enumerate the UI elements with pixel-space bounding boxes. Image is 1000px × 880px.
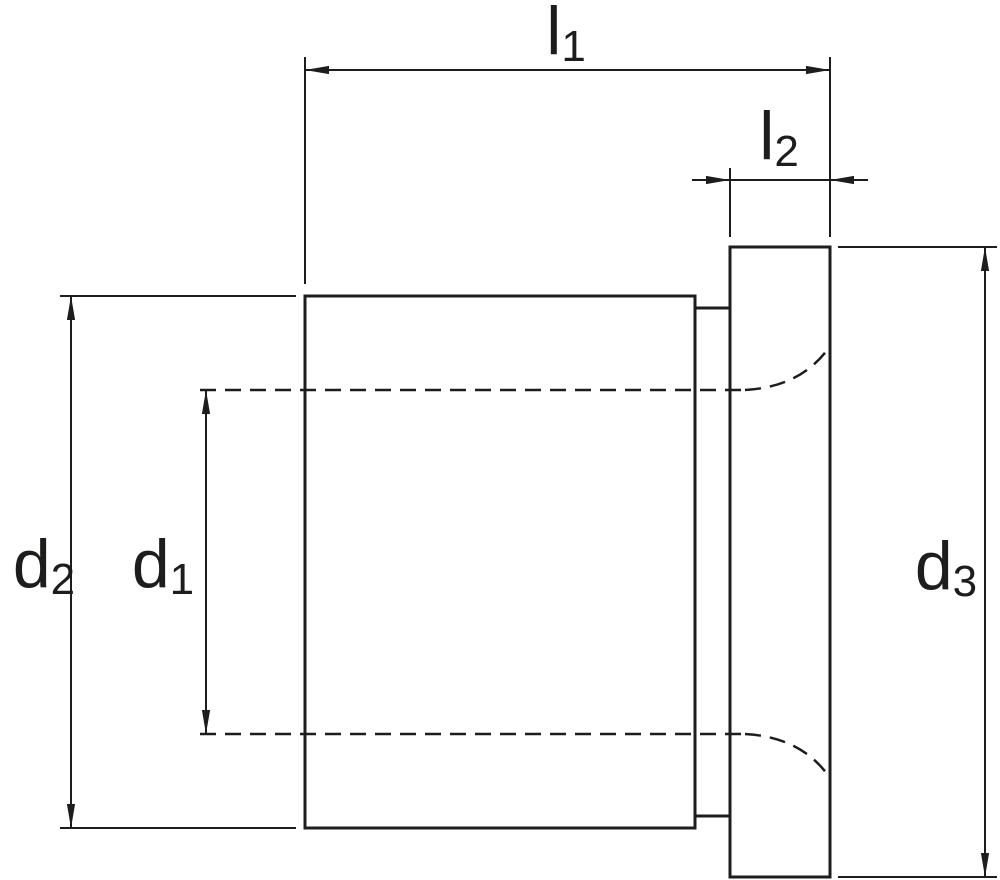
bore-hidden-arc-top — [744, 345, 832, 392]
extension-lines-group — [60, 57, 997, 878]
l1-label: l1 — [546, 0, 586, 71]
l2-label: l2 — [759, 98, 799, 176]
dimension-lines-group — [66, 65, 990, 877]
part-outline-group — [303, 245, 832, 879]
d1-label: d1 — [132, 526, 194, 604]
hidden-bore-group — [200, 345, 832, 779]
bore-hidden-arc-bottom — [744, 732, 832, 779]
flange-outline — [728, 245, 832, 879]
d2-label: d2 — [13, 526, 75, 604]
bushing-body-outline — [303, 294, 697, 830]
dimension-labels-group: l1 l2 d2 d1 d3 — [13, 0, 977, 606]
d3-label: d3 — [915, 528, 977, 606]
